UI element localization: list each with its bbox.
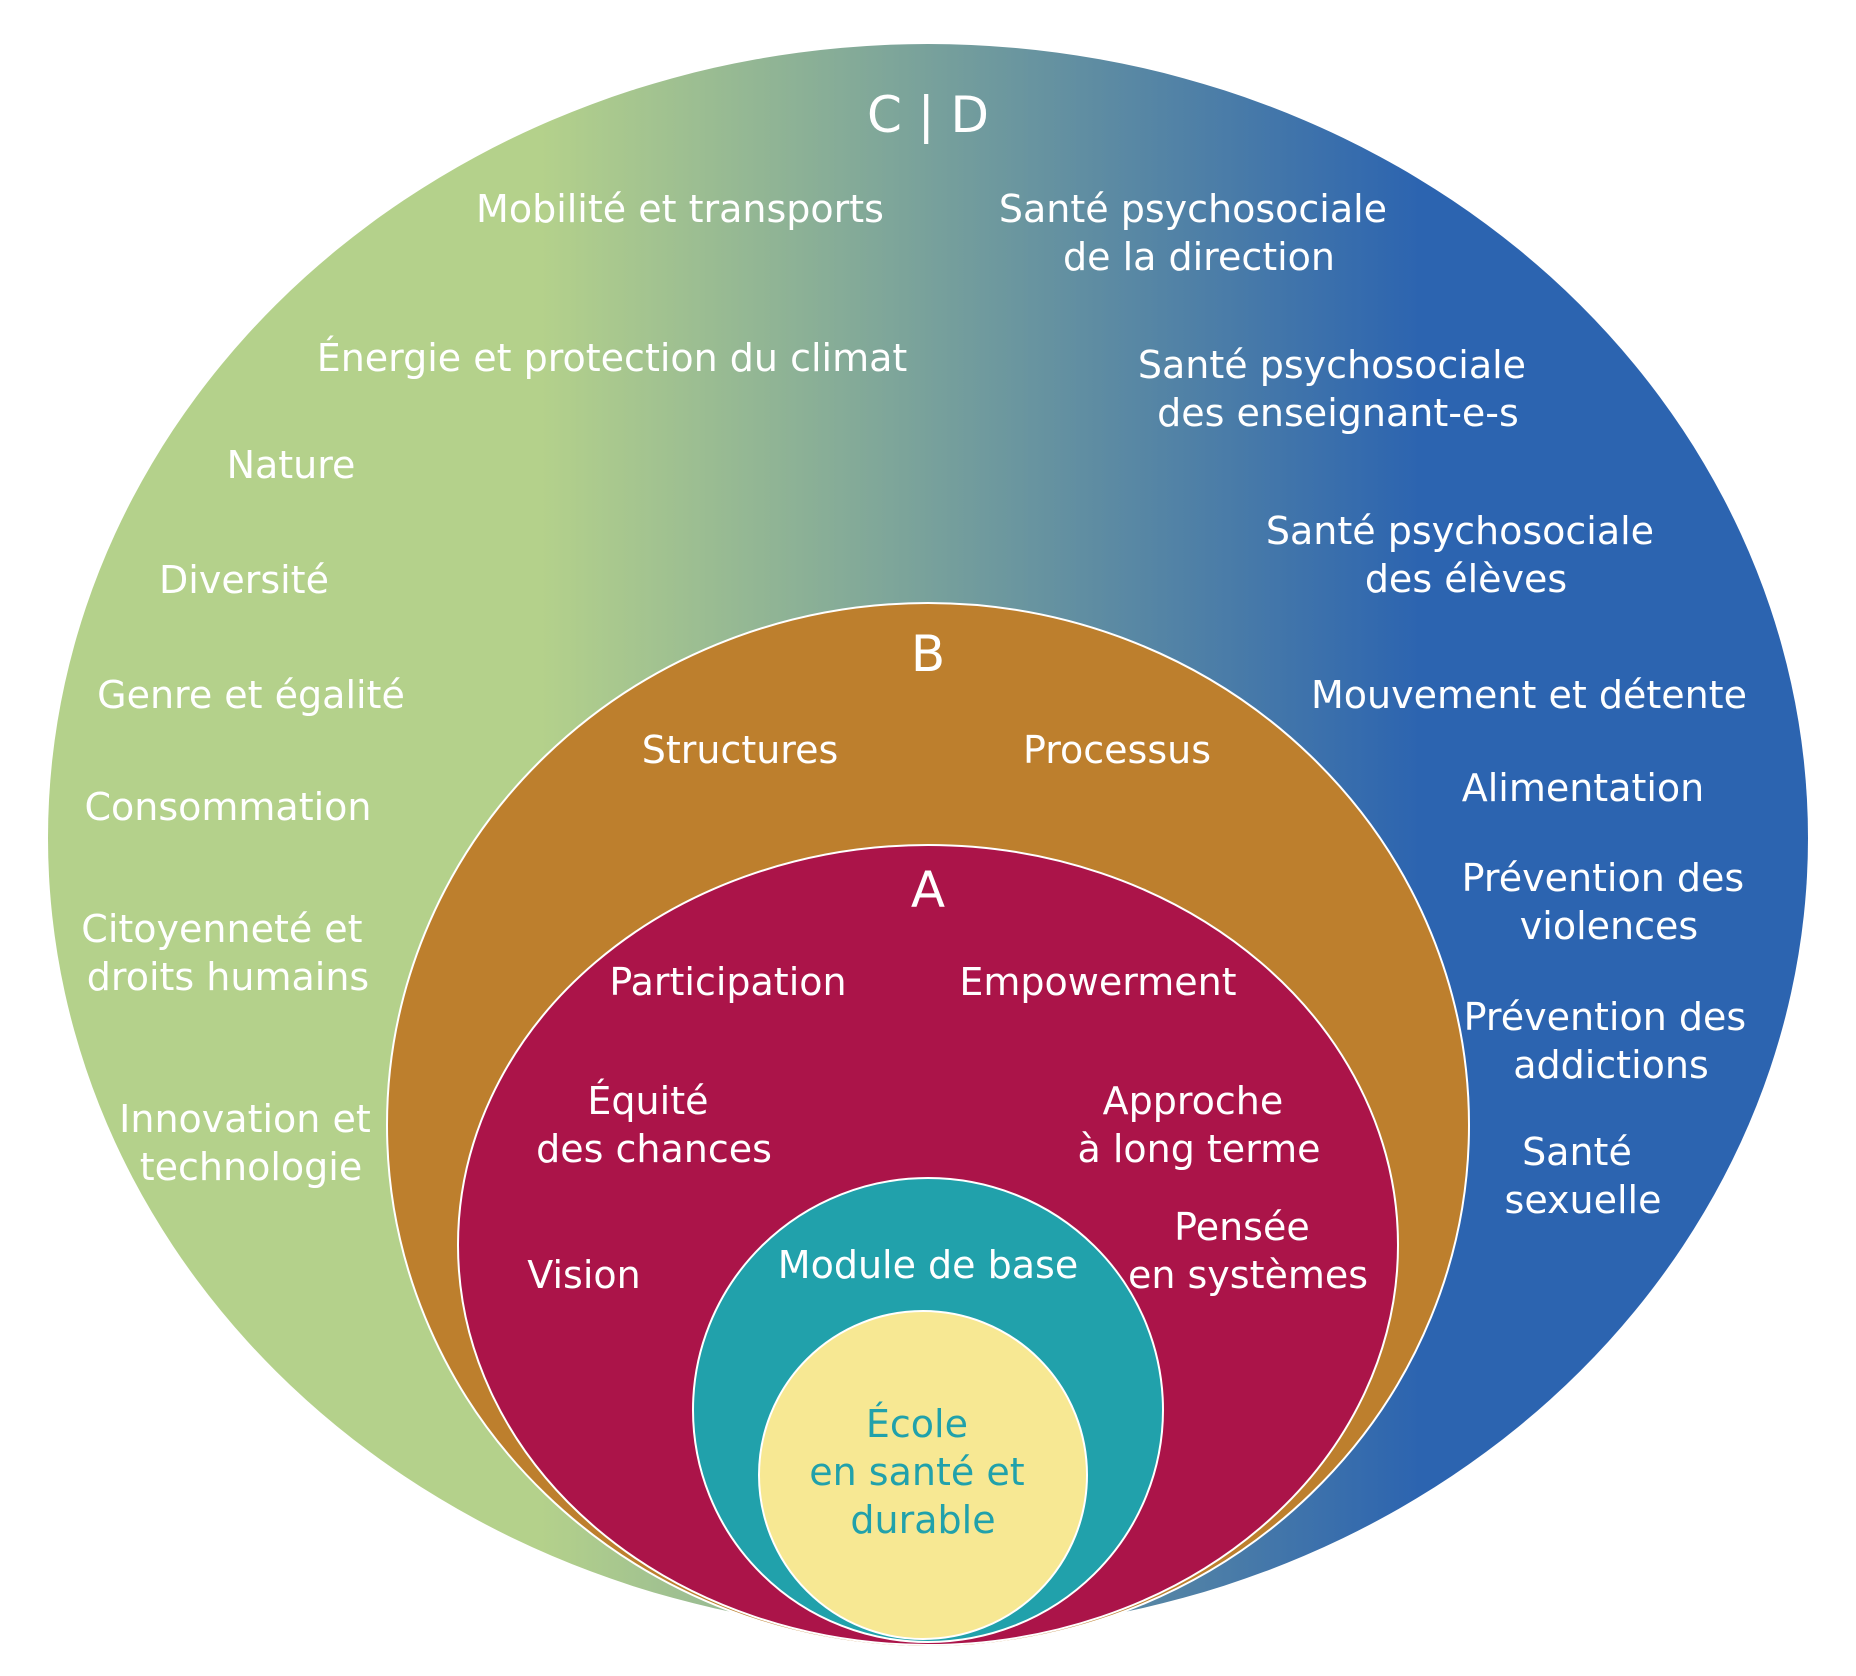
ring-b-item-processus: Processus bbox=[1023, 728, 1211, 772]
ring-b-heading: B bbox=[911, 625, 945, 683]
topic-mouvement: Mouvement et détente bbox=[1311, 673, 1747, 717]
topic-sante-sexuelle: Santé sexuelle bbox=[1505, 1130, 1662, 1222]
topic-sante-enseignants: Santé psychosociale des enseignant-e-s bbox=[1138, 343, 1538, 435]
ring-a-item-pensee: Pensée en systèmes bbox=[1128, 1205, 1368, 1297]
topic-genre: Genre et égalité bbox=[97, 673, 405, 717]
topic-consommation: Consommation bbox=[84, 785, 371, 829]
ring-a-item-empowerment: Empowerment bbox=[959, 960, 1236, 1004]
topic-sante-direction: Santé psychosociale de la direction bbox=[999, 187, 1399, 279]
topic-mobilite: Mobilité et transports bbox=[476, 187, 884, 231]
ecole-core: École en santé et durable bbox=[758, 1310, 1088, 1640]
topic-sante-eleves: Santé psychosociale des élèves bbox=[1266, 509, 1666, 601]
topic-citoyennete: Citoyenneté et droits humains bbox=[81, 907, 374, 999]
topic-prevention-violences: Prévention des violences bbox=[1462, 856, 1757, 948]
ring-a-item-vision: Vision bbox=[527, 1253, 640, 1297]
topic-nature: Nature bbox=[227, 443, 356, 487]
module-label: Module de base bbox=[778, 1243, 1078, 1287]
ecole-ellipse bbox=[758, 1310, 1088, 1640]
ring-b-item-structures: Structures bbox=[642, 728, 839, 772]
topic-alimentation: Alimentation bbox=[1462, 766, 1705, 810]
outer-heading: C | D bbox=[867, 86, 989, 144]
ring-a-item-equite: Équité des chances bbox=[536, 1079, 772, 1171]
ecole-label: École en santé et durable bbox=[809, 1402, 1036, 1542]
topic-diversite: Diversité bbox=[159, 558, 329, 602]
topic-energie: Énergie et protection du climat bbox=[317, 336, 908, 380]
topic-innovation: Innovation et technologie bbox=[119, 1097, 383, 1189]
topic-prevention-addictions: Prévention des addictions bbox=[1464, 995, 1759, 1087]
ring-a-item-approche: Approche à long terme bbox=[1077, 1079, 1320, 1171]
ring-a-item-participation: Participation bbox=[609, 960, 846, 1004]
ring-a-heading: A bbox=[911, 861, 945, 919]
